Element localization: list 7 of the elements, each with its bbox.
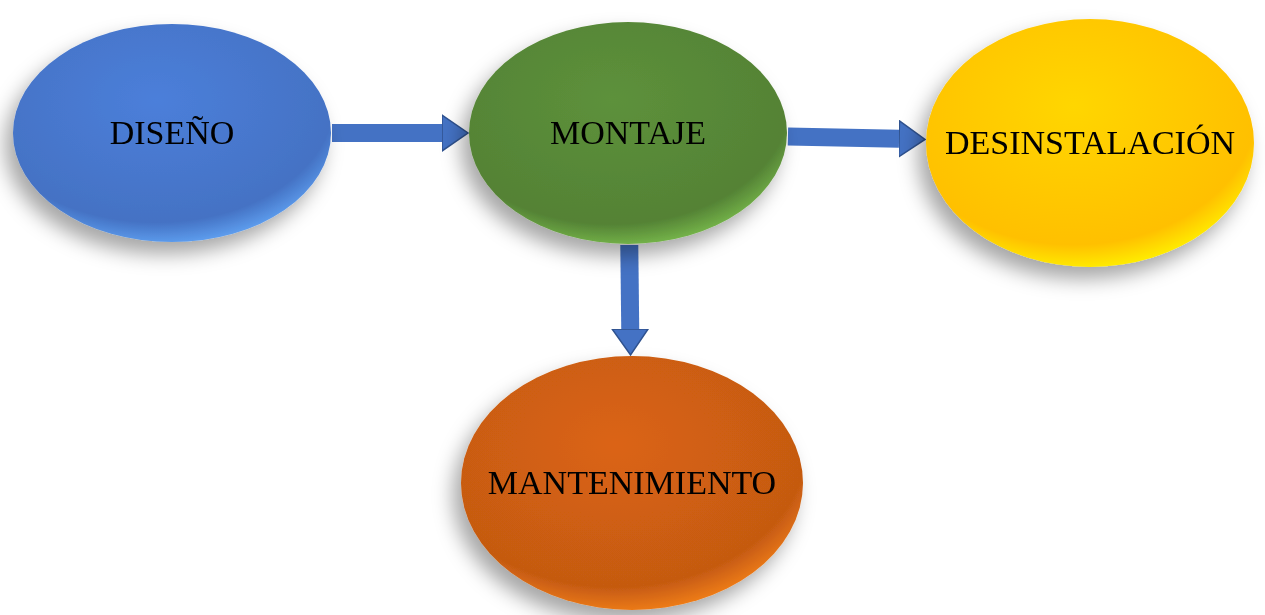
node-label: MONTAJE [550, 114, 706, 152]
block-arrow [332, 114, 469, 152]
block-arrow [611, 244, 649, 356]
block-arrow [787, 120, 926, 158]
node-label: DISEÑO [109, 114, 235, 152]
node-label: DESINSTALACIÓN [944, 124, 1235, 162]
node-label: MANTENIMIENTO [487, 464, 777, 502]
